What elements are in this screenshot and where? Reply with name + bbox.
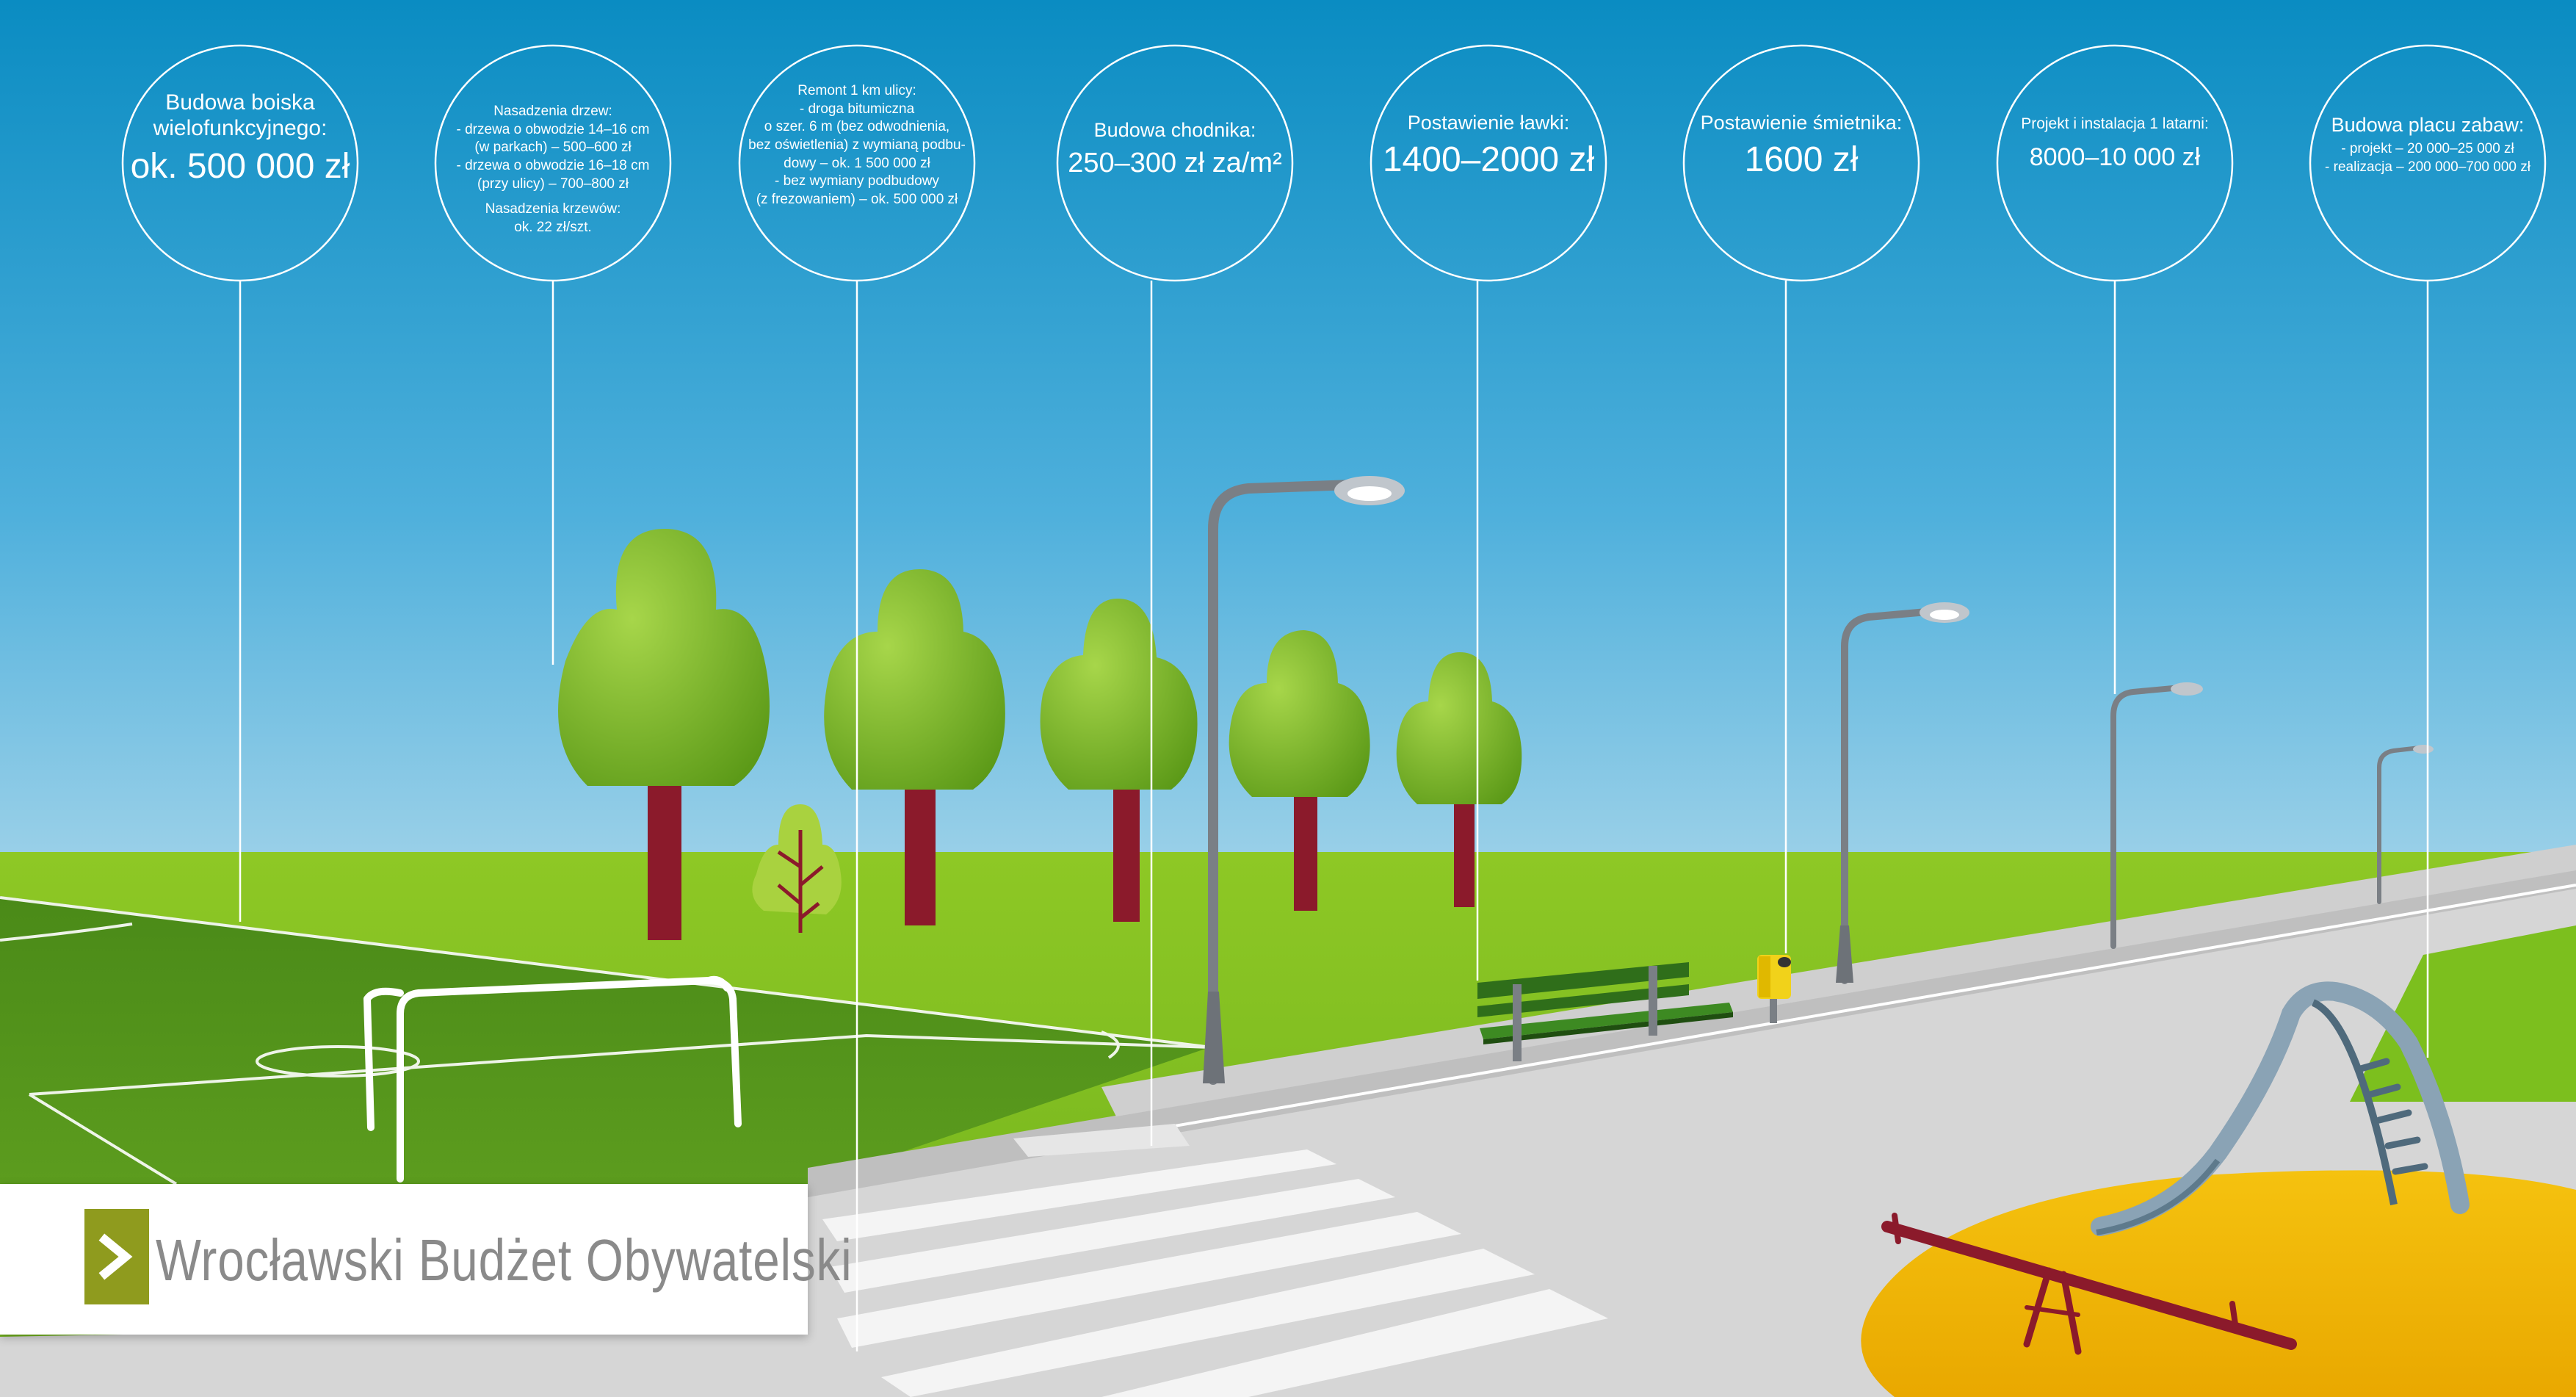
bubble-price: 8000–10 000 zł <box>2029 143 2201 172</box>
brand-name: Wrocławski Budżet Obywatelski <box>156 1227 853 1293</box>
bubble-line: - drzewa o obwodzie 14–16 cm <box>456 121 650 137</box>
bubble-line: - droga bitumiczna <box>799 101 915 117</box>
tree-1 <box>558 529 770 940</box>
bubble-label: Budowa boiska wielofunkcyjnego: <box>153 90 328 141</box>
tree-3 <box>1040 599 1198 922</box>
crosswalk <box>822 1149 1608 1397</box>
bubble-lawka <box>1370 44 1607 981</box>
bubble-text-chodnik: Budowa chodnika: 250–300 zł za/m² <box>1065 119 1285 180</box>
bubble-line: (z frezowaniem) – ok. 500 000 zł <box>756 192 958 208</box>
bench <box>1477 962 1733 1061</box>
soccer-field <box>0 896 1212 1185</box>
bubble-line: - realizacja – 200 000–700 000 zł <box>2325 159 2530 175</box>
tree-5 <box>1396 652 1522 907</box>
bubble-line: dowy – ok. 1 500 000 zł <box>784 155 930 171</box>
bubble-latarnia <box>1996 44 2234 694</box>
street-lamp-3 <box>2110 682 2203 949</box>
bubble-label: Postawienie ławki: <box>1407 112 1570 134</box>
bubble-label: Postawienie śmietnika: <box>1700 112 1903 134</box>
playground <box>1861 981 2576 1397</box>
bubble-chodnik <box>1056 44 1294 1146</box>
tree-4 <box>1229 630 1370 911</box>
bubble-text-ulica: Remont 1 km ulicy: - droga bitumiczna o … <box>743 82 971 209</box>
street-lamp-2 <box>1836 602 1969 984</box>
bubble-plac <box>2309 44 2547 1058</box>
soccer-goal <box>363 975 742 1183</box>
bubble-line: o szer. 6 m (bez odwodnienia, <box>764 119 950 135</box>
street-lamp-1 <box>1203 476 1405 1085</box>
bubble-smietnik <box>1682 44 1920 953</box>
bubble-boisko <box>121 44 359 922</box>
tree-2 <box>824 569 1005 925</box>
seesaw <box>1881 1213 2297 1355</box>
bubble-text-smietnik: Postawienie śmietnika: 1600 zł <box>1691 112 1911 181</box>
bubble-price: 1400–2000 zł <box>1382 140 1595 179</box>
bubble-text-boisko: Budowa boiska wielofunkcyjnego: ok. 500 … <box>130 90 350 187</box>
bubble-label: Budowa chodnika: <box>1093 119 1256 141</box>
bubble-line: Remont 1 km ulicy: <box>797 83 916 98</box>
slide <box>2091 981 2470 1236</box>
brand-banner: Wrocławski Budżet Obywatelski <box>0 1184 852 1335</box>
chevron-right-icon <box>98 1233 133 1280</box>
bubble-line: Nasadzenia drzew: <box>493 104 612 119</box>
bubble-text-lawka: Postawienie ławki: 1400–2000 zł <box>1378 112 1599 181</box>
info-bubbles <box>121 44 2547 1351</box>
bubble-ulica <box>738 44 976 1351</box>
bubble-line: (w parkach) – 500–600 zł <box>474 140 632 156</box>
bubble-drzewa <box>434 44 672 665</box>
trees <box>558 529 1522 940</box>
bubble-line: - drzewa o obwodzie 16–18 cm <box>456 158 650 174</box>
bubble-line: - projekt – 20 000–25 000 zł <box>2341 140 2514 156</box>
bubble-label: Projekt i instalacja 1 latarni: <box>2021 115 2209 132</box>
trash-can <box>1757 955 1791 1023</box>
bubble-price: 250–300 zł za/m² <box>1068 147 1282 178</box>
bubble-line: - bez wymiany podbudowy <box>775 173 939 189</box>
street-lamps <box>1203 476 2434 1085</box>
bubble-text-latarnia: Projekt i instalacja 1 latarni: 8000–10 … <box>2005 114 2225 172</box>
bubble-line: (przy ulicy) – 700–800 zł <box>477 176 629 192</box>
bubble-line: bez oświetlenia) z wymianą podbu- <box>748 137 966 154</box>
bubble-line: Nasadzenia krzewów: <box>485 201 621 217</box>
brand-logo-box <box>84 1209 149 1304</box>
bubble-line: ok. 22 zł/szt. <box>514 220 592 236</box>
bubble-label: Budowa placu zabaw: <box>2331 114 2525 136</box>
shrub <box>752 804 842 933</box>
bubble-text-drzewa: Nasadzenia drzew: - drzewa o obwodzie 14… <box>443 103 663 237</box>
bubble-text-plac: Budowa placu zabaw: - projekt – 20 000–2… <box>2307 114 2549 176</box>
bubble-price: ok. 500 000 zł <box>130 146 350 186</box>
bubble-price: 1600 zł <box>1744 140 1859 179</box>
